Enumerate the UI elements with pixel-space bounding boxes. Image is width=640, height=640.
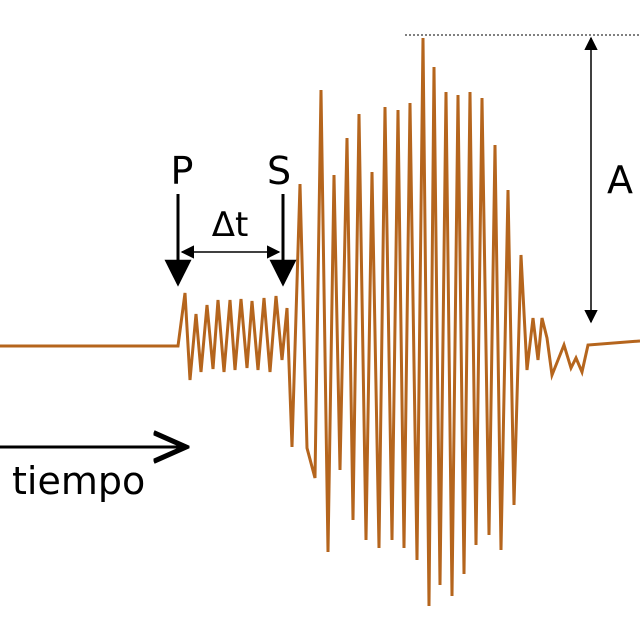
s-wave-label: S: [267, 149, 291, 193]
amplitude-label: A: [607, 158, 633, 202]
delta-t-label: Δt: [212, 205, 249, 245]
time-axis-label: tiempo: [12, 459, 145, 503]
p-wave-label: P: [171, 149, 194, 193]
seismic-wave-trace: [0, 37, 640, 607]
